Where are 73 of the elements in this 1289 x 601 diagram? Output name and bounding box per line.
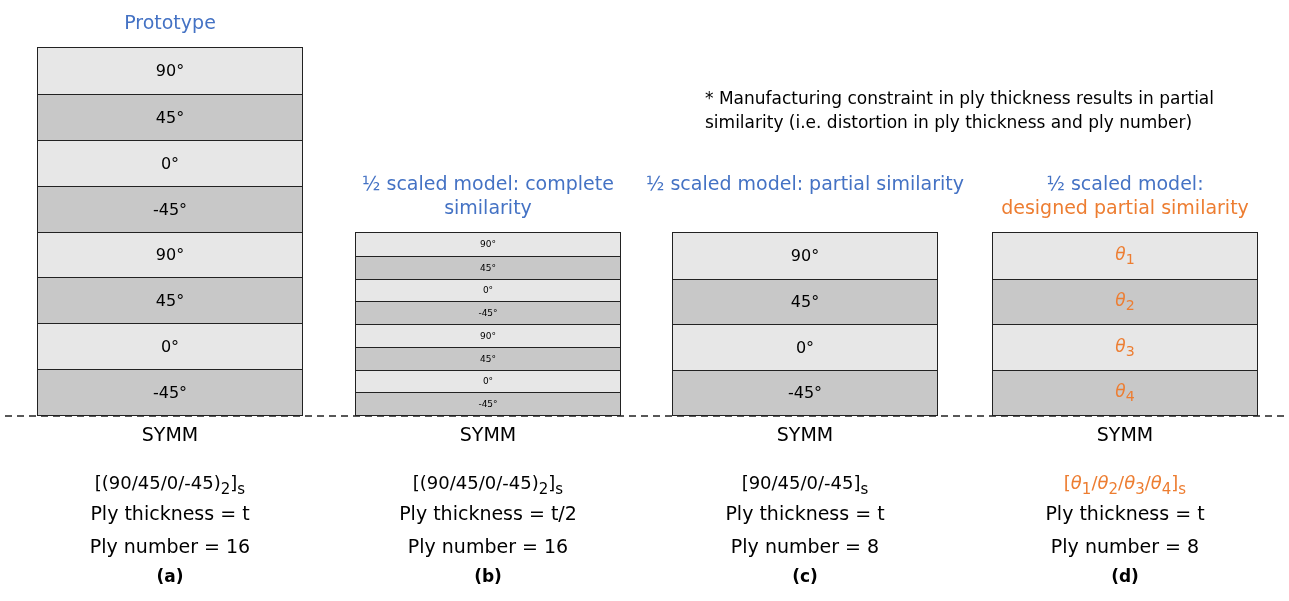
- ply-layer: [673, 278, 937, 324]
- layup-notation: [(90/45/0/-45)$_{2}$]$_{s}$: [93, 472, 247, 498]
- ply-layer: [993, 233, 1257, 279]
- ply-layer: [673, 233, 937, 279]
- ply-angle: -45°: [787, 383, 823, 403]
- ply-thickness-text: Ply thickness = t: [1044, 502, 1206, 524]
- ply-layer: [356, 233, 620, 256]
- ply-angle: θ$_{2}$: [1115, 290, 1135, 314]
- ply-angle: -45°: [152, 383, 188, 403]
- ply-layer: [993, 369, 1257, 415]
- ply-angle: 0°: [795, 337, 815, 357]
- ply-angle: 0°: [482, 285, 494, 296]
- ply-layer: [356, 278, 620, 302]
- ply-layer: [38, 185, 302, 232]
- layup-notation: [θ$_{1}$/θ$_{2}$/θ$_{3}$/θ$_{4}$]$_{s}$: [1062, 472, 1188, 498]
- panel-letter: (a): [155, 566, 185, 586]
- ply-layer: [38, 369, 302, 415]
- ply-layer: [38, 139, 302, 186]
- layup-notation: [90/45/0/-45]$_{s}$: [740, 472, 870, 498]
- panel-heading: designed partial similarity: [1000, 195, 1250, 219]
- ply-angle: 45°: [155, 291, 185, 311]
- ply-angle: 45°: [155, 107, 185, 127]
- panel-letter: (b): [473, 566, 503, 586]
- ply-angle: 90°: [480, 239, 496, 250]
- symmetry-label: SYMM: [140, 423, 200, 445]
- ply-angle: 45°: [790, 292, 820, 312]
- ply-angle: 90°: [155, 61, 185, 81]
- ply-layer: [673, 369, 937, 415]
- symmetry-label: SYMM: [1095, 423, 1155, 445]
- ply-layer: [356, 301, 620, 324]
- symmetry-label: SYMM: [458, 423, 518, 445]
- ply-layer: [38, 48, 302, 94]
- ply-layer: [356, 369, 620, 393]
- ply-angle: -45°: [478, 399, 498, 410]
- ply-layer: [673, 324, 937, 370]
- ply-angle: 0°: [160, 153, 180, 173]
- ply-angle: 90°: [480, 330, 496, 341]
- ply-number-text: Ply number = 16: [406, 535, 570, 557]
- ply-angle: 0°: [482, 376, 494, 387]
- ply-layer: [38, 277, 302, 324]
- ply-angle: 90°: [790, 246, 820, 266]
- ply-angle: θ$_{4}$: [1115, 381, 1135, 405]
- ply-layer: [993, 278, 1257, 324]
- ply-angle: 45°: [480, 262, 496, 273]
- footnote-text: * Manufacturing constraint in ply thickness results in partial similarity (i.e. distortion in ply thickness and ply number): [705, 87, 1215, 134]
- ply-angle: 0°: [160, 337, 180, 357]
- ply-layer: [993, 324, 1257, 370]
- ply-angle: θ$_{3}$: [1115, 335, 1135, 359]
- layup-notation: [(90/45/0/-45)$_{2}$]$_{s}$: [411, 472, 565, 498]
- ply-angle: 45°: [480, 353, 496, 364]
- ply-thickness-text: Ply thickness = t/2: [398, 502, 578, 524]
- ply-thickness-text: Ply thickness = t: [724, 502, 886, 524]
- symmetry-label: SYMM: [775, 423, 835, 445]
- panel-heading: ½ scaled model: partial similarity: [645, 171, 965, 195]
- ply-layer: [38, 93, 302, 140]
- ply-layer: [356, 392, 620, 415]
- ply-thickness-text: Ply thickness = t: [89, 502, 251, 524]
- ply-layer: [356, 324, 620, 347]
- panel-letter: (c): [791, 566, 819, 586]
- panel-letter: (d): [1110, 566, 1140, 586]
- panel-heading: ½ scaled model: complete similarity: [361, 171, 615, 219]
- panel-heading: Prototype: [123, 10, 217, 34]
- ply-layer: [38, 323, 302, 370]
- ply-number-text: Ply number = 16: [88, 535, 252, 557]
- ply-layer: [356, 346, 620, 370]
- ply-angle: θ$_{1}$: [1115, 244, 1135, 268]
- ply-angle: -45°: [152, 199, 188, 219]
- ply-angle: -45°: [478, 308, 498, 319]
- ply-number-text: Ply number = 8: [729, 535, 881, 557]
- ply-layer: [356, 255, 620, 279]
- ply-layer: [38, 231, 302, 278]
- ply-number-text: Ply number = 8: [1049, 535, 1201, 557]
- ply-angle: 90°: [155, 245, 185, 265]
